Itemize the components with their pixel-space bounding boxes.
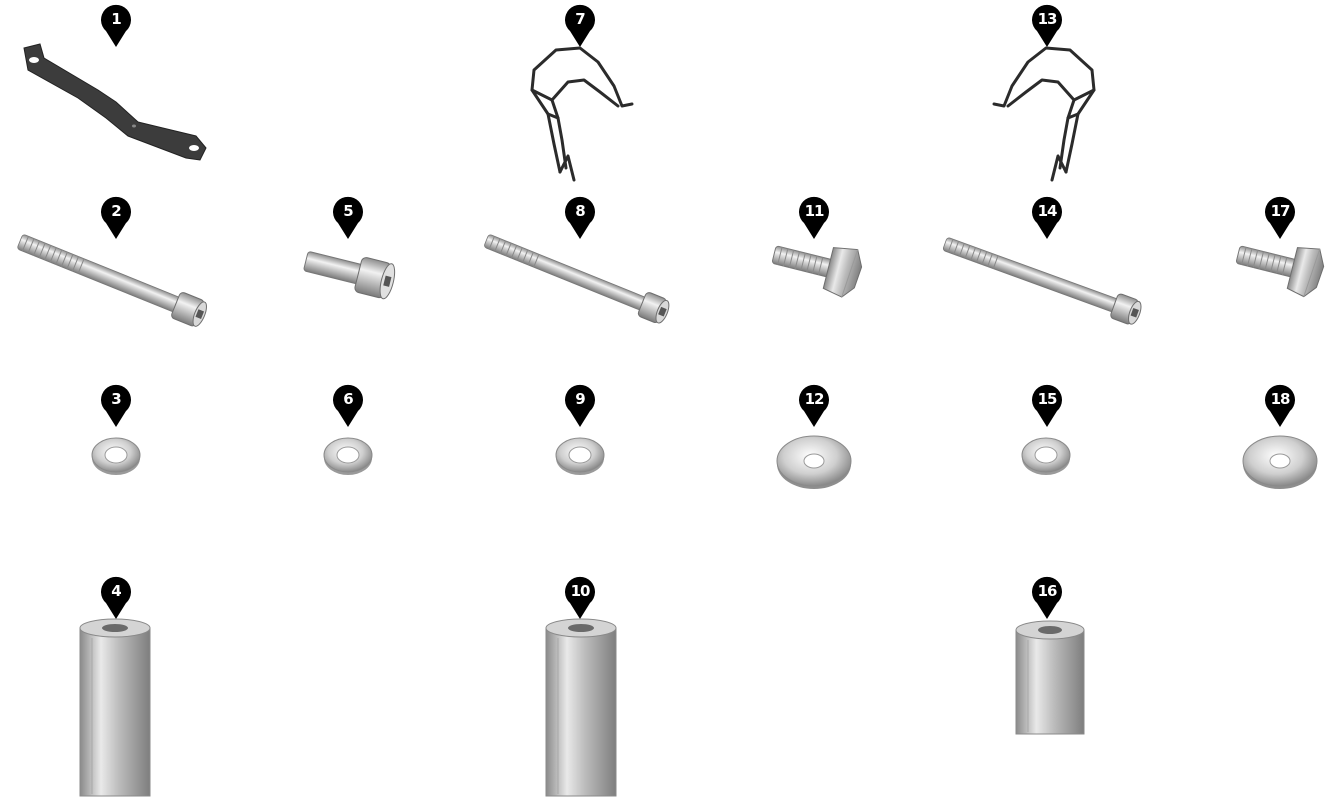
part-number: 16 <box>1030 576 1064 606</box>
part-number: 1 <box>99 4 133 34</box>
hex-bolt-drawing <box>768 236 864 300</box>
part-number: 12 <box>797 384 831 414</box>
long-bolt-drawing <box>10 230 222 340</box>
part-number: 7 <box>563 4 597 34</box>
washer-drawing <box>322 434 374 478</box>
part-number: 3 <box>99 384 133 414</box>
washer-drawing <box>1020 434 1072 478</box>
spacer-drawing <box>544 618 618 798</box>
short-bolt-drawing <box>300 240 400 308</box>
part-marker-3: 3 <box>99 384 133 428</box>
part-marker-17: 17 <box>1263 196 1297 240</box>
part-number: 4 <box>99 576 133 606</box>
spacer-drawing <box>1014 620 1086 738</box>
washer-drawing <box>90 434 142 478</box>
part-number: 18 <box>1263 384 1297 414</box>
part-marker-12: 12 <box>797 384 831 428</box>
part-marker-6: 6 <box>331 384 365 428</box>
spacer-drawing <box>78 618 152 798</box>
wire-frame-drawing <box>986 44 1104 184</box>
part-number: 2 <box>99 196 133 226</box>
long-bolt-drawing <box>476 230 688 340</box>
part-number: 10 <box>563 576 597 606</box>
part-marker-16: 16 <box>1030 576 1064 620</box>
part-number: 15 <box>1030 384 1064 414</box>
part-marker-9: 9 <box>563 384 597 428</box>
part-number: 8 <box>563 196 597 226</box>
part-number: 5 <box>331 196 365 226</box>
part-marker-18: 18 <box>1263 384 1297 428</box>
part-number: 17 <box>1263 196 1297 226</box>
part-marker-10: 10 <box>563 576 597 620</box>
part-number: 14 <box>1030 196 1064 226</box>
bracket-drawing <box>18 40 213 165</box>
part-number: 13 <box>1030 4 1064 34</box>
wire-frame-drawing <box>522 44 640 184</box>
part-marker-15: 15 <box>1030 384 1064 428</box>
part-number: 6 <box>331 384 365 414</box>
part-marker-13: 13 <box>1030 4 1064 48</box>
part-marker-11: 11 <box>797 196 831 240</box>
part-marker-4: 4 <box>99 576 133 620</box>
large-washer-drawing <box>1240 432 1320 492</box>
part-number: 9 <box>563 384 597 414</box>
long-bolt-drawing <box>936 230 1158 340</box>
part-number: 11 <box>797 196 831 226</box>
washer-drawing <box>554 434 606 478</box>
part-marker-7: 7 <box>563 4 597 48</box>
large-washer-drawing <box>774 432 854 492</box>
hex-bolt-drawing <box>1232 236 1326 300</box>
part-marker-5: 5 <box>331 196 365 240</box>
